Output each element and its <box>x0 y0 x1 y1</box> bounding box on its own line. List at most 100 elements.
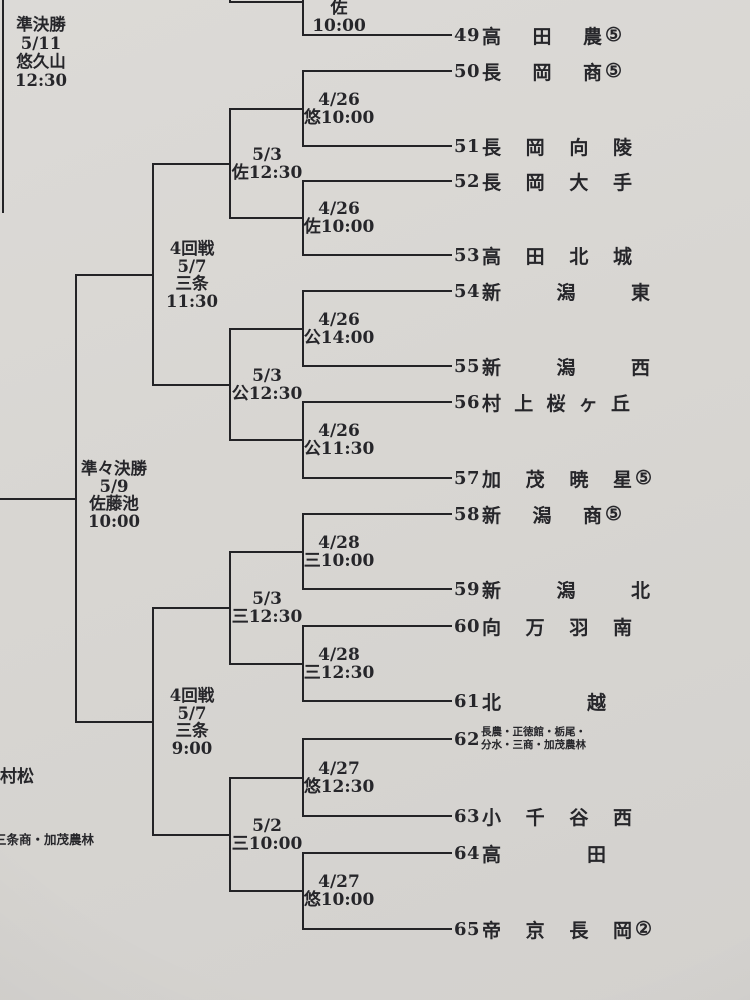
team-name: 村上桜ヶ丘 <box>482 389 630 416</box>
team-name-char: 岡 <box>532 61 552 84</box>
team-line <box>302 290 452 292</box>
team-name-char: 手 <box>612 171 632 194</box>
team-number: 49 <box>454 24 481 46</box>
match-venue-time: 三12:30 <box>303 663 375 683</box>
team-name-char: 羽 <box>569 616 589 639</box>
team-name-char: 商 <box>582 61 602 84</box>
winner-line <box>229 777 302 779</box>
team-number: 53 <box>454 244 481 266</box>
match-connector <box>229 778 231 892</box>
team-number: 55 <box>454 355 481 377</box>
team-name-char: 星 <box>612 468 632 491</box>
team-number: 50 <box>454 60 481 82</box>
match-venue-time: 佐12:30 <box>231 163 303 183</box>
team-name-char: 田 <box>525 245 545 268</box>
winner-line <box>75 721 152 723</box>
match-connector <box>229 0 231 3</box>
team-line <box>302 477 452 479</box>
match-connector <box>302 514 304 590</box>
team-name-char: 向 <box>569 136 589 159</box>
match-venue-time: 悠10:00 <box>303 108 375 128</box>
match-date: 5/3 <box>252 145 282 165</box>
match-date: 4/28 <box>318 533 360 553</box>
match-connector <box>302 402 304 479</box>
semifinal-time: 12:30 <box>14 70 67 90</box>
match-connector <box>302 0 304 36</box>
team-name-char: 北 <box>569 245 589 268</box>
match-venue-time: 佐10:00 <box>312 0 366 36</box>
match-date: 4/26 <box>318 310 360 330</box>
round4-time: 11:30 <box>165 291 218 311</box>
quarterfinal-date: 5/9 <box>99 476 129 496</box>
team-number: 62 <box>454 728 481 750</box>
team-line <box>302 738 452 740</box>
winner-line <box>229 108 302 110</box>
team-name-char: 茂 <box>525 468 545 491</box>
seed-badge: ⑤ <box>635 467 653 489</box>
team-name-char: 北 <box>482 691 502 714</box>
team-number: 51 <box>454 135 481 157</box>
edge-text-sanjo-sho-kamo-norin: 三条商・加茂農林 <box>0 832 95 847</box>
round4-date: 5/7 <box>177 703 207 723</box>
team-name: 長岡商 <box>482 58 602 85</box>
team-name-char: 桜 <box>546 392 566 415</box>
team-name-char: ヶ <box>578 392 598 415</box>
team-name-char: 西 <box>612 806 632 829</box>
team-name-char: 農 <box>582 25 602 48</box>
team-number: 65 <box>454 918 481 940</box>
match-venue-time: 三12:30 <box>231 607 303 627</box>
team-line <box>302 625 452 627</box>
edge-text-muramatsu: 村松 <box>0 767 34 787</box>
team-line <box>302 180 452 182</box>
round-label-quarterfinal: 準々決勝 5/9 佐藤池 10:00 <box>72 460 156 530</box>
team-number: 61 <box>454 690 481 712</box>
team-name-char: 谷 <box>569 806 589 829</box>
team-name: 高田農 <box>482 22 602 49</box>
team-name: 高田北城 <box>482 242 632 269</box>
combined-team-note-line: 分水・三商・加茂農林 <box>481 739 586 751</box>
team-name-char: 南 <box>612 616 632 639</box>
team-name-char: 潟 <box>556 356 576 379</box>
team-number: 57 <box>454 467 481 489</box>
team-name: 高田 <box>482 840 606 867</box>
match-date: 5/3 <box>252 366 282 386</box>
match-connector <box>302 853 304 930</box>
quarterfinal-round: 準々決勝 <box>81 459 147 478</box>
team-name-char: 上 <box>514 392 534 415</box>
team-name-char: 北 <box>630 579 650 602</box>
team-line <box>302 401 452 403</box>
match-date: 4/27 <box>318 872 360 892</box>
match-connector <box>152 608 154 836</box>
match-date: 5/3 <box>252 589 282 609</box>
winner-line <box>229 663 302 665</box>
quarterfinal-time: 10:00 <box>87 511 140 531</box>
round4-venue: 三条 <box>175 721 209 740</box>
seed-badge: ⑤ <box>605 24 623 46</box>
team-line <box>302 513 452 515</box>
match-connector <box>302 291 304 367</box>
team-line <box>302 365 452 367</box>
match-connector <box>229 329 231 441</box>
team-name-char: 長 <box>482 171 502 194</box>
quarterfinal-venue: 佐藤池 <box>89 494 139 513</box>
team-number: 59 <box>454 578 481 600</box>
team-name: 長岡向陵 <box>482 133 632 160</box>
match-label: 佐10:00 <box>304 0 374 35</box>
seed-badge: ② <box>635 918 653 940</box>
team-name-char: 小 <box>482 806 502 829</box>
